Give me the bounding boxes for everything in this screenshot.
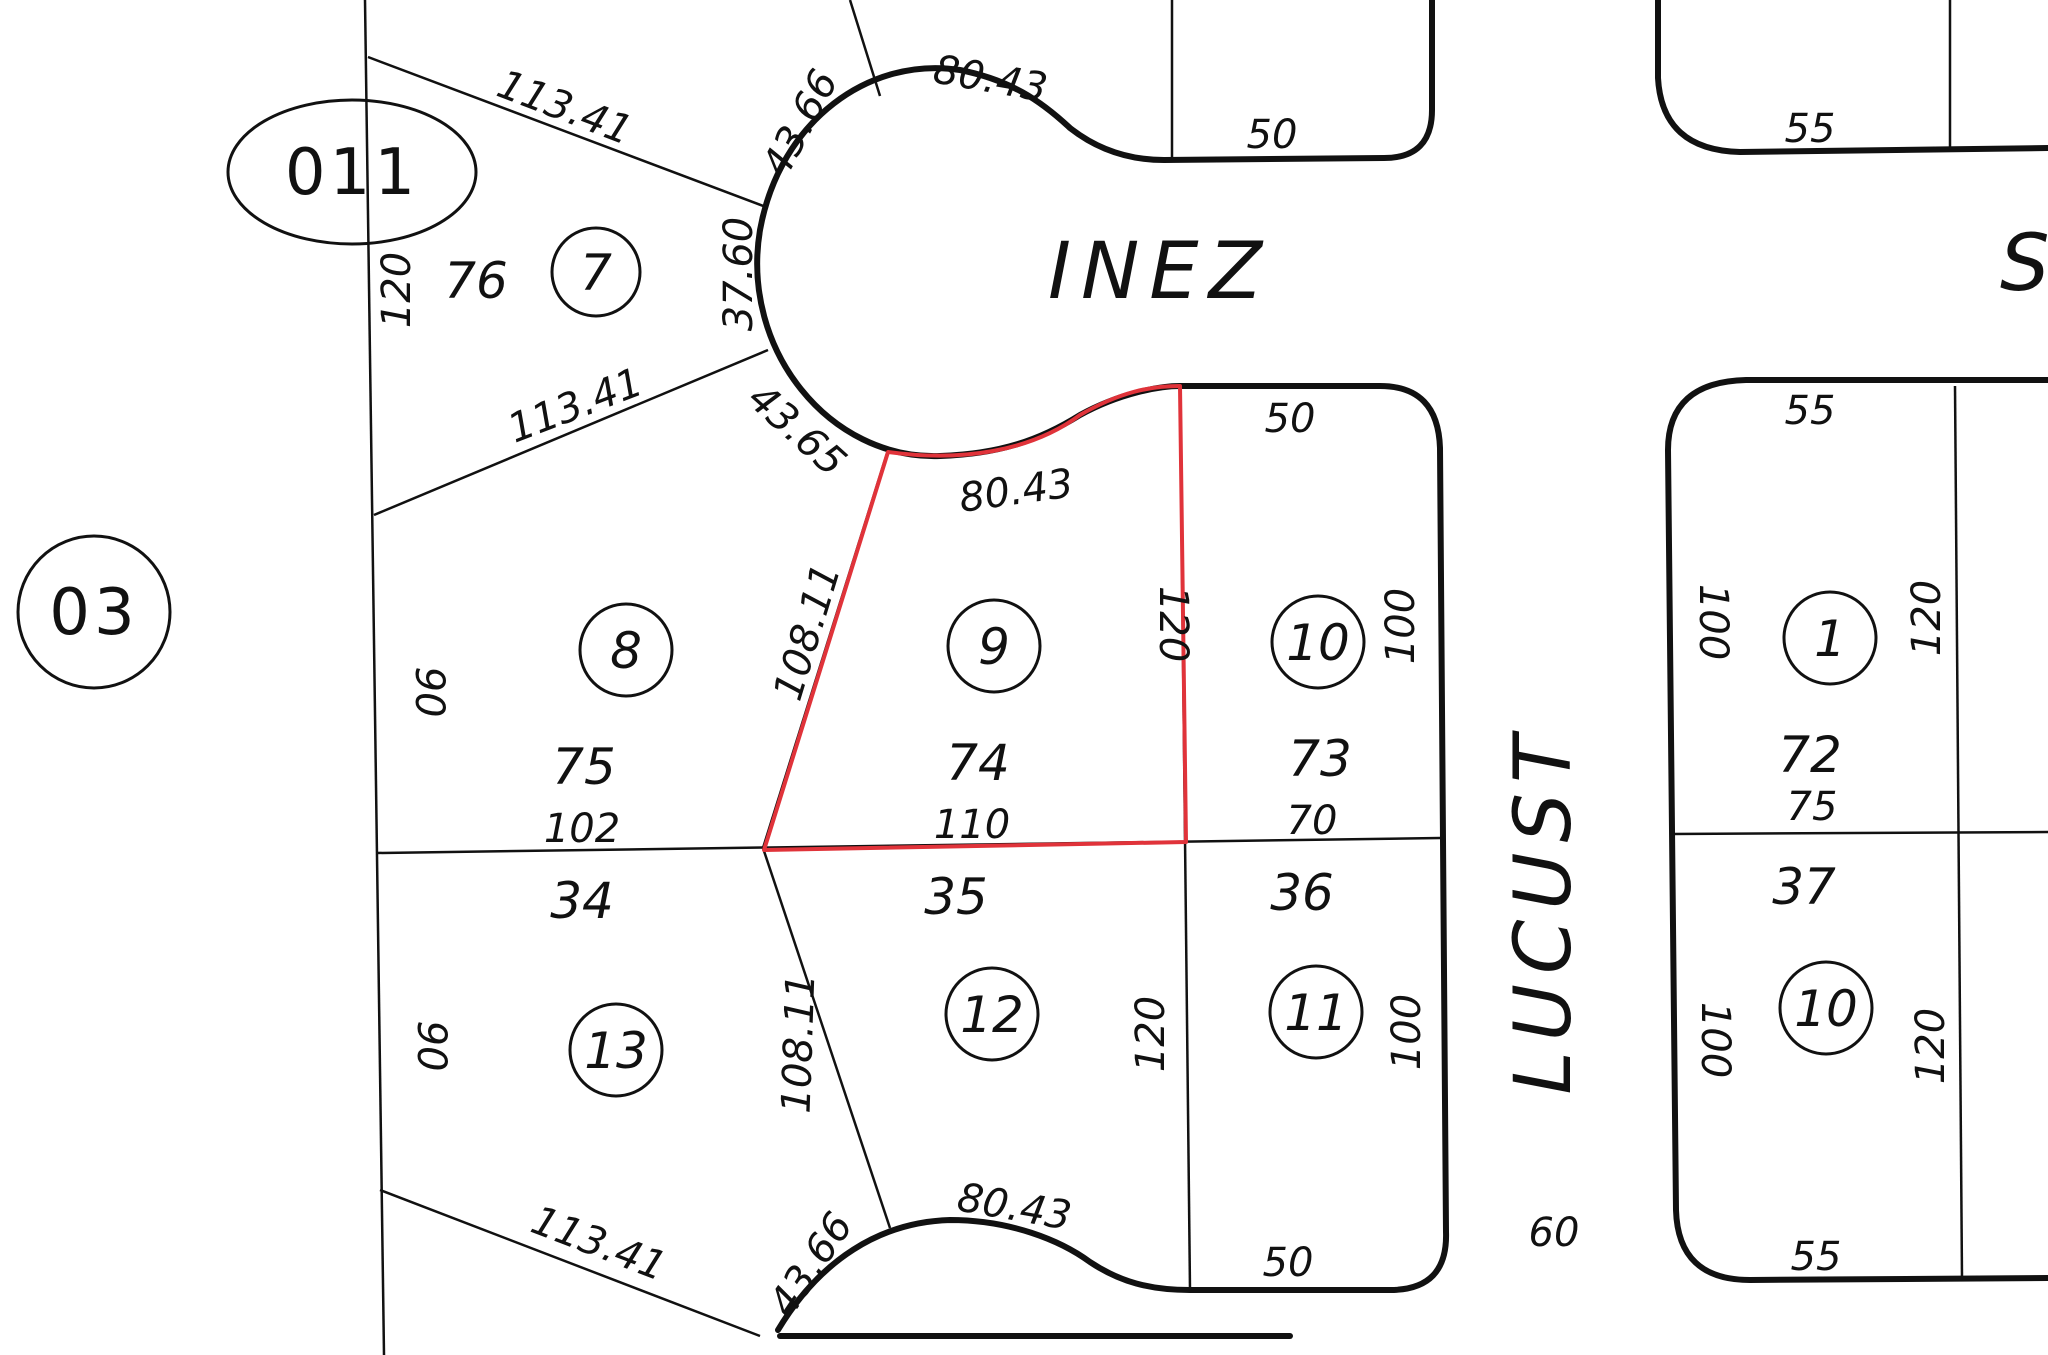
street-name-inez: INEZ	[1048, 227, 1272, 317]
dim-37-60: 37.60	[716, 217, 762, 332]
dim-50-mid: 50	[1265, 396, 1316, 442]
street-name-lucust: LUCUST	[1499, 725, 1589, 1094]
dim-43-66-top: 43.66	[753, 63, 847, 186]
dim-43-66-bot: 43.66	[760, 1204, 862, 1325]
parcel-9[interactable]: 9	[946, 598, 1042, 694]
dim-120-right-lower: 120	[1908, 1008, 1954, 1084]
lot-numbers: 76 75 74 73 72 34 35 36 37	[444, 252, 1842, 930]
east-block-mid-line	[1671, 830, 2048, 836]
dim-120-lot1: 120	[1904, 580, 1950, 656]
lot-75: 75	[552, 738, 616, 796]
map-book-label: 011	[226, 98, 478, 246]
page-number: 03	[49, 576, 138, 650]
dim-90-lower: 90	[408, 1021, 454, 1072]
dim-120-left: 120	[374, 252, 420, 328]
lot76-north-line	[367, 55, 767, 209]
parcel-7[interactable]: 7	[550, 226, 642, 318]
parcel-10-west[interactable]: 10	[1270, 594, 1366, 690]
dim-80-43-bot: 80.43	[954, 1175, 1075, 1240]
dim-100-lot1: 100	[1690, 584, 1736, 660]
east-block-curb	[1664, 377, 2048, 1284]
ne-block-curb	[1655, 0, 2048, 156]
lot-74: 74	[946, 734, 1010, 792]
parcel-7-number: 7	[580, 244, 612, 302]
dim-55-bot: 55	[1791, 1234, 1842, 1280]
parcel-8[interactable]: 8	[578, 602, 674, 698]
parcel-10-west-number: 10	[1286, 614, 1350, 672]
lot-37: 37	[1772, 858, 1836, 916]
lot34-35-divider	[761, 847, 892, 1229]
lot-73: 73	[1288, 730, 1352, 788]
dim-55-mid: 55	[1785, 388, 1836, 434]
parcel-10-east-number: 10	[1794, 980, 1858, 1038]
street-name-partial: S	[2000, 219, 2048, 309]
dim-100-right-lower: 100	[1692, 1002, 1738, 1078]
dim-90-upper: 90	[406, 667, 452, 718]
dim-100-lot10: 100	[1378, 588, 1424, 664]
dim-60: 60	[1529, 1210, 1580, 1256]
parcel-9-number: 9	[978, 618, 1010, 676]
lot76-south-line	[373, 348, 769, 517]
dim-113-41-bot: 113.41	[525, 1197, 672, 1290]
page-number-label: 03	[16, 534, 172, 690]
parcel-13[interactable]: 13	[568, 1002, 664, 1098]
lot13-south-line	[379, 1188, 761, 1338]
west-boundary-line	[363, 0, 386, 1355]
dim-80-43-mid: 80.43	[956, 460, 1076, 521]
parcel-8-number: 8	[610, 622, 642, 680]
dim-120-lot12: 120	[1128, 996, 1174, 1072]
circled-parcel-numbers: 7 8 9 10 1 13 12 11 10	[550, 226, 1878, 1098]
dim-108-11-upper: 108.11	[765, 559, 850, 706]
dim-75: 75	[1787, 784, 1838, 830]
dim-113-41-top: 113.41	[491, 61, 638, 154]
dim-100-lot11: 100	[1384, 994, 1430, 1070]
lot-72: 72	[1778, 726, 1842, 784]
parcel-13-number: 13	[584, 1022, 648, 1080]
dim-50-bot: 50	[1263, 1240, 1314, 1286]
dim-43-65: 43.65	[739, 375, 855, 486]
dim-70: 70	[1287, 798, 1338, 844]
street-curbs	[754, 0, 2048, 1339]
lot-76: 76	[444, 252, 508, 310]
dim-80-43-top: 80.43	[930, 47, 1051, 112]
dim-113-41-mid: 113.41	[502, 359, 649, 452]
parcel-11[interactable]: 11	[1268, 964, 1364, 1060]
dim-108-11-lower: 108.11	[774, 973, 825, 1114]
parcel-1-number: 1	[1814, 610, 1846, 668]
highlighted-parcel-boundary[interactable]	[762, 384, 1188, 852]
dim-102: 102	[544, 806, 620, 852]
dim-120-lot9: 120	[1150, 586, 1196, 662]
parcel-11-number: 11	[1284, 984, 1348, 1042]
dim-55-top: 55	[1785, 106, 1836, 152]
map-book-oval	[226, 98, 478, 246]
parcel-10-east[interactable]: 10	[1778, 960, 1874, 1056]
parcel-1[interactable]: 1	[1782, 590, 1878, 686]
dim-50-top: 50	[1247, 112, 1298, 158]
lot-35: 35	[924, 868, 988, 926]
parcel-12[interactable]: 12	[944, 966, 1040, 1062]
page-number-circle	[16, 534, 172, 690]
map-book-number: 011	[285, 136, 419, 210]
lot-34: 34	[550, 872, 614, 930]
lot-36: 36	[1270, 864, 1334, 922]
parcel-12-number: 12	[960, 986, 1024, 1044]
dim-110: 110	[934, 802, 1010, 848]
